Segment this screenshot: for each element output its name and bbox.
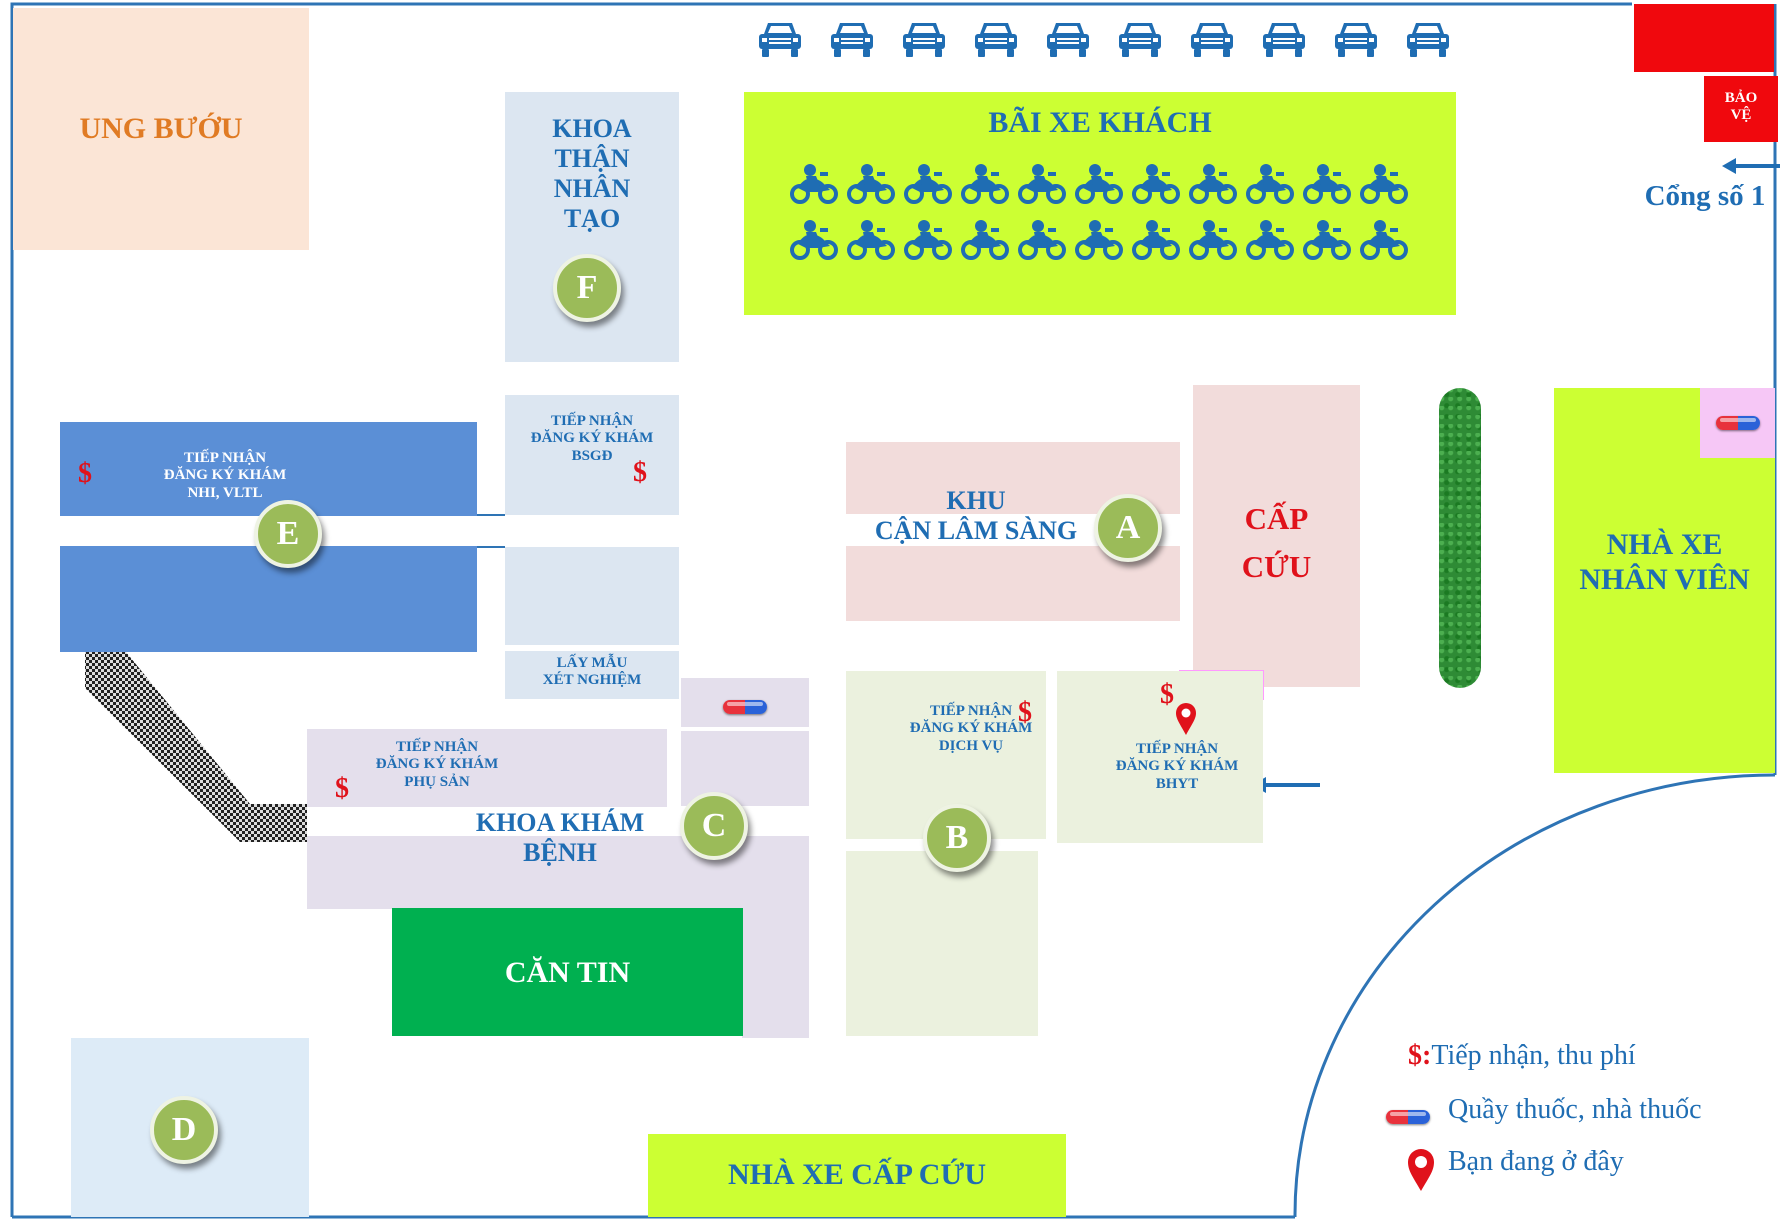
car-icon	[1047, 23, 1089, 57]
cap-cuu-label: CẤP CỨU	[1241, 501, 1312, 585]
ung-buou-area[interactable]: UNG BƯỚU	[13, 8, 309, 250]
khu-can-lam-sang-label[interactable]: KHU CẬN LÂM SÀNG	[874, 486, 1078, 545]
fee-icon-nhi: $	[78, 458, 92, 489]
tiep-nhan-dich-vu-area[interactable]: TIẾP NHẬN ĐĂNG KÝ KHÁM DỊCH VỤ $	[846, 671, 1046, 839]
motorbike-icon	[1018, 220, 1066, 260]
tiep-nhan-dich-vu-label: TIẾP NHẬN ĐĂNG KÝ KHÁM DỊCH VỤ	[909, 703, 1033, 754]
legend-fee-text: Tiếp nhận, thu phí	[1431, 1040, 1636, 1071]
motorbike-icon	[1189, 220, 1237, 260]
khoa-e-upper[interactable]: TIẾP NHẬN ĐĂNG KÝ KHÁM NHI, VLTL $	[60, 422, 477, 516]
car-parking-row	[756, 20, 1456, 60]
motorbike-icon	[904, 220, 952, 260]
motorbike-icon	[1303, 164, 1351, 204]
tiep-nhan-bhyt-label: TIẾP NHẬN ĐĂNG KÝ KHÁM BHYT	[1115, 741, 1239, 792]
you-are-here-icon	[1176, 703, 1196, 735]
lay-mau-area[interactable]: LẤY MẪU XÉT NGHIỆM	[505, 651, 679, 699]
motorbike-icon	[961, 220, 1009, 260]
car-icon	[903, 23, 945, 57]
car-icon	[759, 23, 801, 57]
legend-location-icon	[1408, 1149, 1434, 1191]
motorbike-icon	[790, 220, 838, 260]
motorbike-icon	[1360, 164, 1408, 204]
car-icon	[1191, 23, 1233, 57]
tiep-nhan-bsgd-area[interactable]: TIẾP NHẬN ĐĂNG KÝ KHÁM BSGĐ $	[505, 395, 679, 515]
fee-icon-dich-vu: $	[1018, 697, 1032, 728]
car-icon	[1119, 23, 1161, 57]
pharmacy-icon	[1716, 416, 1760, 430]
badge-b[interactable]: B	[923, 804, 991, 872]
car-icon	[831, 23, 873, 57]
can-tin-label: CĂN TIN	[504, 956, 631, 989]
guard-house-top	[1634, 4, 1774, 72]
motorbike-icon	[847, 164, 895, 204]
corridor-line	[477, 514, 505, 516]
legend: $:Tiếp nhận, thu phí Quầy thuốc, nhà thu…	[1380, 1036, 1760, 1196]
motorbike-icon	[961, 164, 1009, 204]
car-icon	[1335, 23, 1377, 57]
khoa-kham-benh-label[interactable]: KHOA KHÁM BỆNH	[475, 808, 645, 867]
bao-ve-area[interactable]: BẢO VỆ	[1704, 76, 1778, 142]
legend-fee: $:Tiếp nhận, thu phí	[1408, 1040, 1636, 1072]
can-tin-area[interactable]: CĂN TIN	[392, 908, 743, 1036]
pharmacy-icon	[723, 700, 767, 714]
tiep-nhan-bsgd-label: TIẾP NHẬN ĐĂNG KÝ KHÁM BSGĐ	[530, 413, 654, 464]
fee-icon-bhyt: $	[1160, 679, 1174, 710]
motorbike-parking	[790, 162, 1410, 272]
legend-pharmacy-text: Quầy thuốc, nhà thuốc	[1448, 1094, 1702, 1125]
bai-xe-khach-label: BÃI XE KHÁCH	[988, 106, 1212, 139]
motorbike-icon	[1246, 220, 1294, 260]
hedge-tree	[1439, 388, 1481, 688]
pharmacy-block[interactable]	[681, 678, 809, 727]
motorbike-icon	[847, 220, 895, 260]
tiep-nhan-phu-san-area[interactable]: TIẾP NHẬN ĐĂNG KÝ KHÁM PHỤ SẢN $	[307, 729, 667, 807]
khoa-than-label: KHOA THẬN NHÂN TẠO	[552, 114, 632, 233]
motorbike-icon	[790, 164, 838, 204]
badge-e[interactable]: E	[254, 500, 322, 568]
motorbike-icon	[1075, 220, 1123, 260]
car-icon	[1263, 23, 1305, 57]
motorbike-icon	[1132, 220, 1180, 260]
motorbike-icon	[904, 164, 952, 204]
badge-f[interactable]: F	[553, 254, 621, 322]
motorbike-icon	[1018, 164, 1066, 204]
nha-xe-cap-cuu-area[interactable]: NHÀ XE CẤP CỨU	[648, 1134, 1066, 1217]
bao-ve-label: BẢO VỆ	[1724, 90, 1758, 124]
lay-mau-label: LẤY MẪU XÉT NGHIỆM	[542, 655, 642, 689]
fee-icon-bsgd: $	[633, 457, 647, 488]
motorbike-icon	[1246, 164, 1294, 204]
nha-xe-cap-cuu-label: NHÀ XE CẤP CỨU	[727, 1158, 987, 1191]
car-icon	[975, 23, 1017, 57]
cap-cuu-area[interactable]: CẤP CỨU	[1193, 385, 1360, 687]
motorbike-icon	[1189, 164, 1237, 204]
badge-d[interactable]: D	[150, 1096, 218, 1164]
tiep-nhan-nhi-label: TIẾP NHẬN ĐĂNG KÝ KHÁM NHI, VLTL	[163, 450, 287, 501]
legend-dollar-icon: $:	[1408, 1040, 1432, 1071]
legend-pharmacy-icon	[1386, 1110, 1430, 1124]
corridor-line	[477, 546, 505, 548]
covered-walkway	[85, 652, 307, 842]
tiep-nhan-phu-san-label: TIẾP NHẬN ĐĂNG KÝ KHÁM PHỤ SẢN	[375, 739, 499, 790]
car-icon	[1407, 23, 1449, 57]
bai-xe-khach-area[interactable]: BÃI XE KHÁCH	[744, 92, 1456, 315]
motorbike-icon	[1132, 164, 1180, 204]
pharmacy-kiosk-staff[interactable]	[1700, 388, 1775, 458]
motorbike-icon	[1303, 220, 1351, 260]
khoa-kham-benh-wing	[742, 905, 809, 1038]
tiep-nhan-bhyt-area[interactable]: TIẾP NHẬN ĐĂNG KÝ KHÁM BHYT $	[1057, 671, 1263, 843]
motorbike-icon	[1360, 220, 1408, 260]
legend-here-text: Bạn đang ở đây	[1448, 1146, 1624, 1177]
khoa-b-lower	[846, 851, 1038, 1036]
badge-a[interactable]: A	[1094, 494, 1162, 562]
badge-c[interactable]: C	[680, 792, 748, 860]
middle-building	[505, 547, 679, 645]
fee-icon-phu-san: $	[335, 773, 349, 804]
khoa-e-lower[interactable]	[60, 546, 477, 652]
ung-buou-label: UNG BƯỚU	[79, 112, 243, 145]
cong-so-1-label[interactable]: Cổng số 1	[1644, 180, 1766, 212]
nha-xe-nhan-vien-label: NHÀ XE NHÂN VIÊN	[1579, 528, 1750, 596]
motorbike-icon	[1075, 164, 1123, 204]
